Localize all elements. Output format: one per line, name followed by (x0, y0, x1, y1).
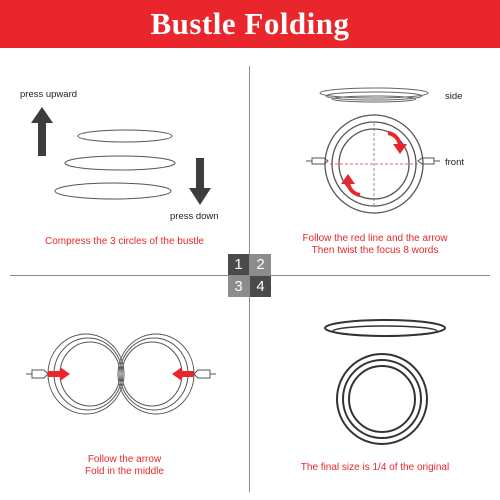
down-arrow-icon (189, 158, 211, 205)
step-3-panel: Follow the arrow Fold in the middle (0, 276, 249, 500)
side-label: side (445, 91, 463, 102)
push-arrow-icon (172, 367, 194, 381)
step-4-panel: The final size is 1/4 of the original (250, 276, 500, 500)
front-label: front (445, 157, 465, 168)
step-2-panel: side front Follow the red line and the a… (250, 48, 500, 275)
step-1-panel: press upward press down Compress the 3 c… (0, 48, 249, 275)
bustle-ring-middle (64, 155, 176, 171)
step-4-badge: 4 (250, 276, 271, 297)
step-4-illustration (324, 319, 446, 445)
step-1-badge: 1 (228, 254, 249, 275)
bustle-ring-top (77, 129, 173, 143)
pointing-hand-icon (306, 157, 329, 165)
step-2-illustration (306, 87, 440, 214)
push-arrow-icon (48, 367, 70, 381)
pointing-hand-icon (193, 369, 216, 379)
step-4-caption: The final size is 1/4 of the original (300, 462, 450, 473)
step-3-badge: 3 (228, 276, 249, 297)
step-2-badge: 2 (250, 254, 271, 275)
step-2-caption: Follow the red line and the arrow Then t… (302, 233, 448, 256)
press-down-label: press down (170, 211, 219, 222)
press-upward-label: press upward (20, 89, 78, 100)
rotate-arrow-icon (341, 174, 361, 197)
title-banner: Bustle Folding (0, 0, 500, 48)
step-3-illustration (26, 333, 216, 415)
up-arrow-icon (31, 107, 53, 156)
step-1-caption: Compress the 3 circles of the bustle (45, 236, 204, 247)
vertical-divider (249, 66, 250, 492)
horizontal-divider (10, 275, 490, 276)
pointing-hand-icon (417, 157, 440, 165)
bustle-ring-bottom (54, 182, 172, 200)
step-1-illustration (31, 107, 211, 205)
pointing-hand-icon (26, 369, 49, 379)
step-3-caption: Follow the arrow Fold in the middle (85, 454, 164, 477)
page-title: Bustle Folding (150, 6, 350, 41)
rotate-arrow-icon (387, 131, 407, 154)
